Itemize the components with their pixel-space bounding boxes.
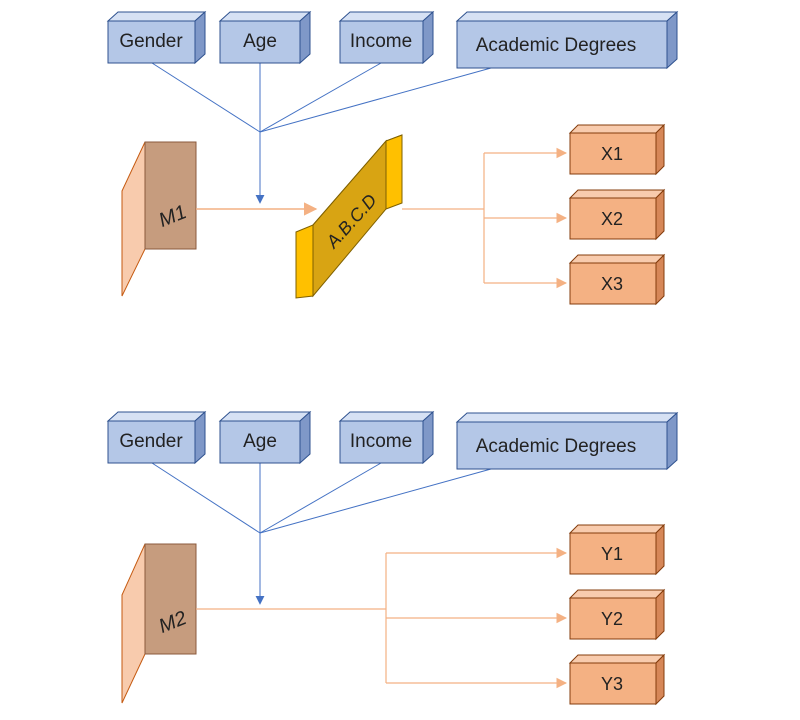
attribute-connectors-1 [151, 62, 492, 204]
attribute-box-academic-degrees-2: Academic Degrees [455, 411, 679, 471]
attribute-box-income-1: Income [338, 10, 435, 65]
source-block-m1: M1 [121, 141, 197, 297]
diagram-1: Gender Age Income Academic Degrees M1 [106, 10, 679, 306]
mediator-block-abcd: A.B.C.D [295, 134, 403, 299]
output-box-x1: X1 [568, 123, 666, 176]
attribute-label: Income [350, 31, 412, 52]
output-box-x3: X3 [568, 253, 666, 306]
attribute-label: Age [243, 431, 277, 452]
attribute-label: Academic Degrees [476, 436, 637, 457]
attribute-connectors-2 [151, 462, 492, 605]
output-label: Y3 [601, 674, 623, 694]
output-label: X2 [601, 209, 623, 229]
attribute-box-gender-1: Gender [106, 10, 207, 65]
diagram-2: Gender Age Income Academic Degrees M2 [106, 410, 679, 706]
attribute-box-academic-degrees-1: Academic Degrees [455, 10, 679, 70]
attribute-label: Gender [119, 31, 183, 52]
source-block-m2: M2 [121, 543, 197, 704]
output-connectors-2 [196, 547, 568, 689]
attribute-label: Gender [119, 431, 183, 452]
output-connectors-1 [402, 147, 568, 289]
output-label: Y1 [601, 544, 623, 564]
output-box-y2: Y2 [568, 588, 666, 641]
attribute-label: Income [350, 431, 412, 452]
output-label: X1 [601, 144, 623, 164]
attribute-label: Age [243, 31, 277, 52]
output-box-x2: X2 [568, 188, 666, 241]
attribute-box-income-2: Income [338, 410, 435, 465]
attribute-label: Academic Degrees [476, 35, 637, 56]
output-box-y1: Y1 [568, 523, 666, 576]
attribute-box-age-1: Age [218, 10, 312, 65]
attribute-box-gender-2: Gender [106, 410, 207, 465]
output-box-y3: Y3 [568, 653, 666, 706]
output-label: X3 [601, 274, 623, 294]
attribute-box-age-2: Age [218, 410, 312, 465]
output-label: Y2 [601, 609, 623, 629]
